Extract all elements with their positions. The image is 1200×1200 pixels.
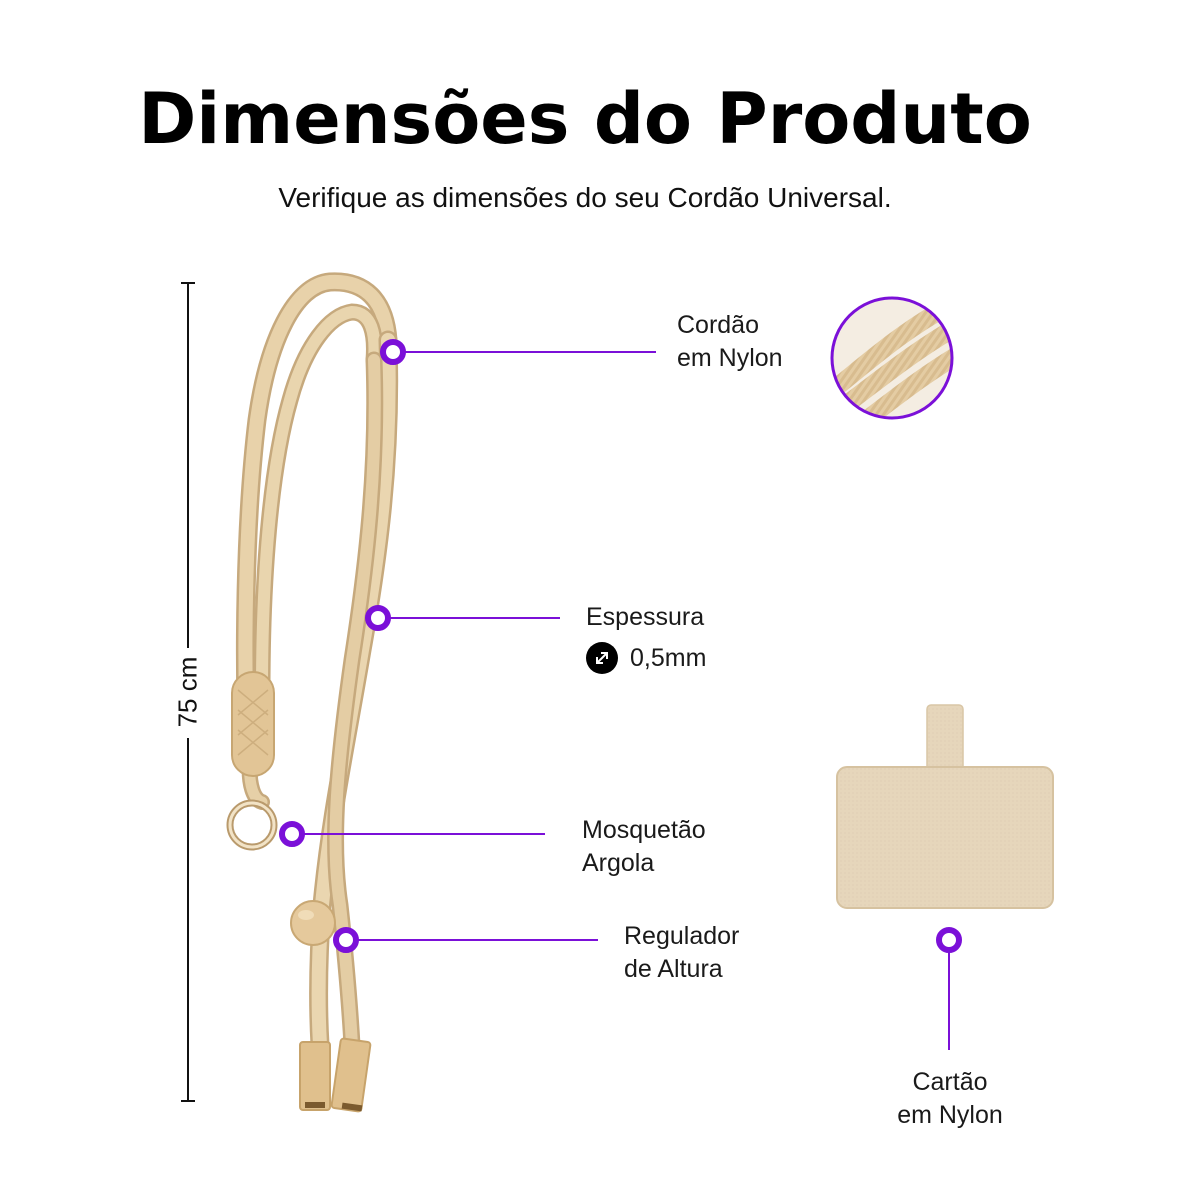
callout-cartao xyxy=(936,927,962,1050)
callout-regulador xyxy=(333,927,598,953)
diagonal-arrows-icon xyxy=(586,642,618,674)
nylon-detail-zoom xyxy=(830,296,954,420)
label-mosquetao-line2: Argola xyxy=(582,849,655,877)
metal-ring xyxy=(226,799,278,851)
label-cordao-line1: Cordão xyxy=(677,311,759,339)
label-cartao: Cartão em Nylon xyxy=(890,1066,1010,1132)
length-measure-label: 75 cm xyxy=(172,656,203,728)
nylon-card xyxy=(836,704,1054,909)
label-regulador: Regulador de Altura xyxy=(624,920,739,986)
label-espessura-line1: Espessura xyxy=(586,603,705,631)
label-cartao-line1: Cartão xyxy=(912,1068,988,1096)
label-cordao: Cordão em Nylon xyxy=(677,309,783,375)
label-mosquetao-line1: Mosquetão xyxy=(582,816,706,844)
label-mosquetao: Mosquetão Argola xyxy=(582,814,706,880)
lanyard-grip-sleeve xyxy=(231,671,275,777)
page-title: Dimensões do Produto xyxy=(138,78,1032,160)
label-cartao-line2: em Nylon xyxy=(897,1101,1003,1129)
cord-end-tips xyxy=(299,1037,372,1113)
label-espessura: Espessura xyxy=(586,601,704,634)
height-adjuster-bead xyxy=(290,900,336,946)
callout-espessura xyxy=(365,605,560,631)
page-subtitle: Verifique as dimensões do seu Cordão Uni… xyxy=(278,182,892,213)
thickness-value: 0,5mm xyxy=(630,643,707,672)
label-regulador-line1: Regulador xyxy=(624,922,740,950)
label-cordao-line2: em Nylon xyxy=(677,344,783,372)
label-regulador-line2: de Altura xyxy=(624,955,723,983)
callout-mosquetao xyxy=(279,821,545,847)
thickness-value-row: 0,5mm xyxy=(586,641,706,675)
length-measure-line xyxy=(181,282,195,1102)
callout-cordao xyxy=(380,339,656,365)
